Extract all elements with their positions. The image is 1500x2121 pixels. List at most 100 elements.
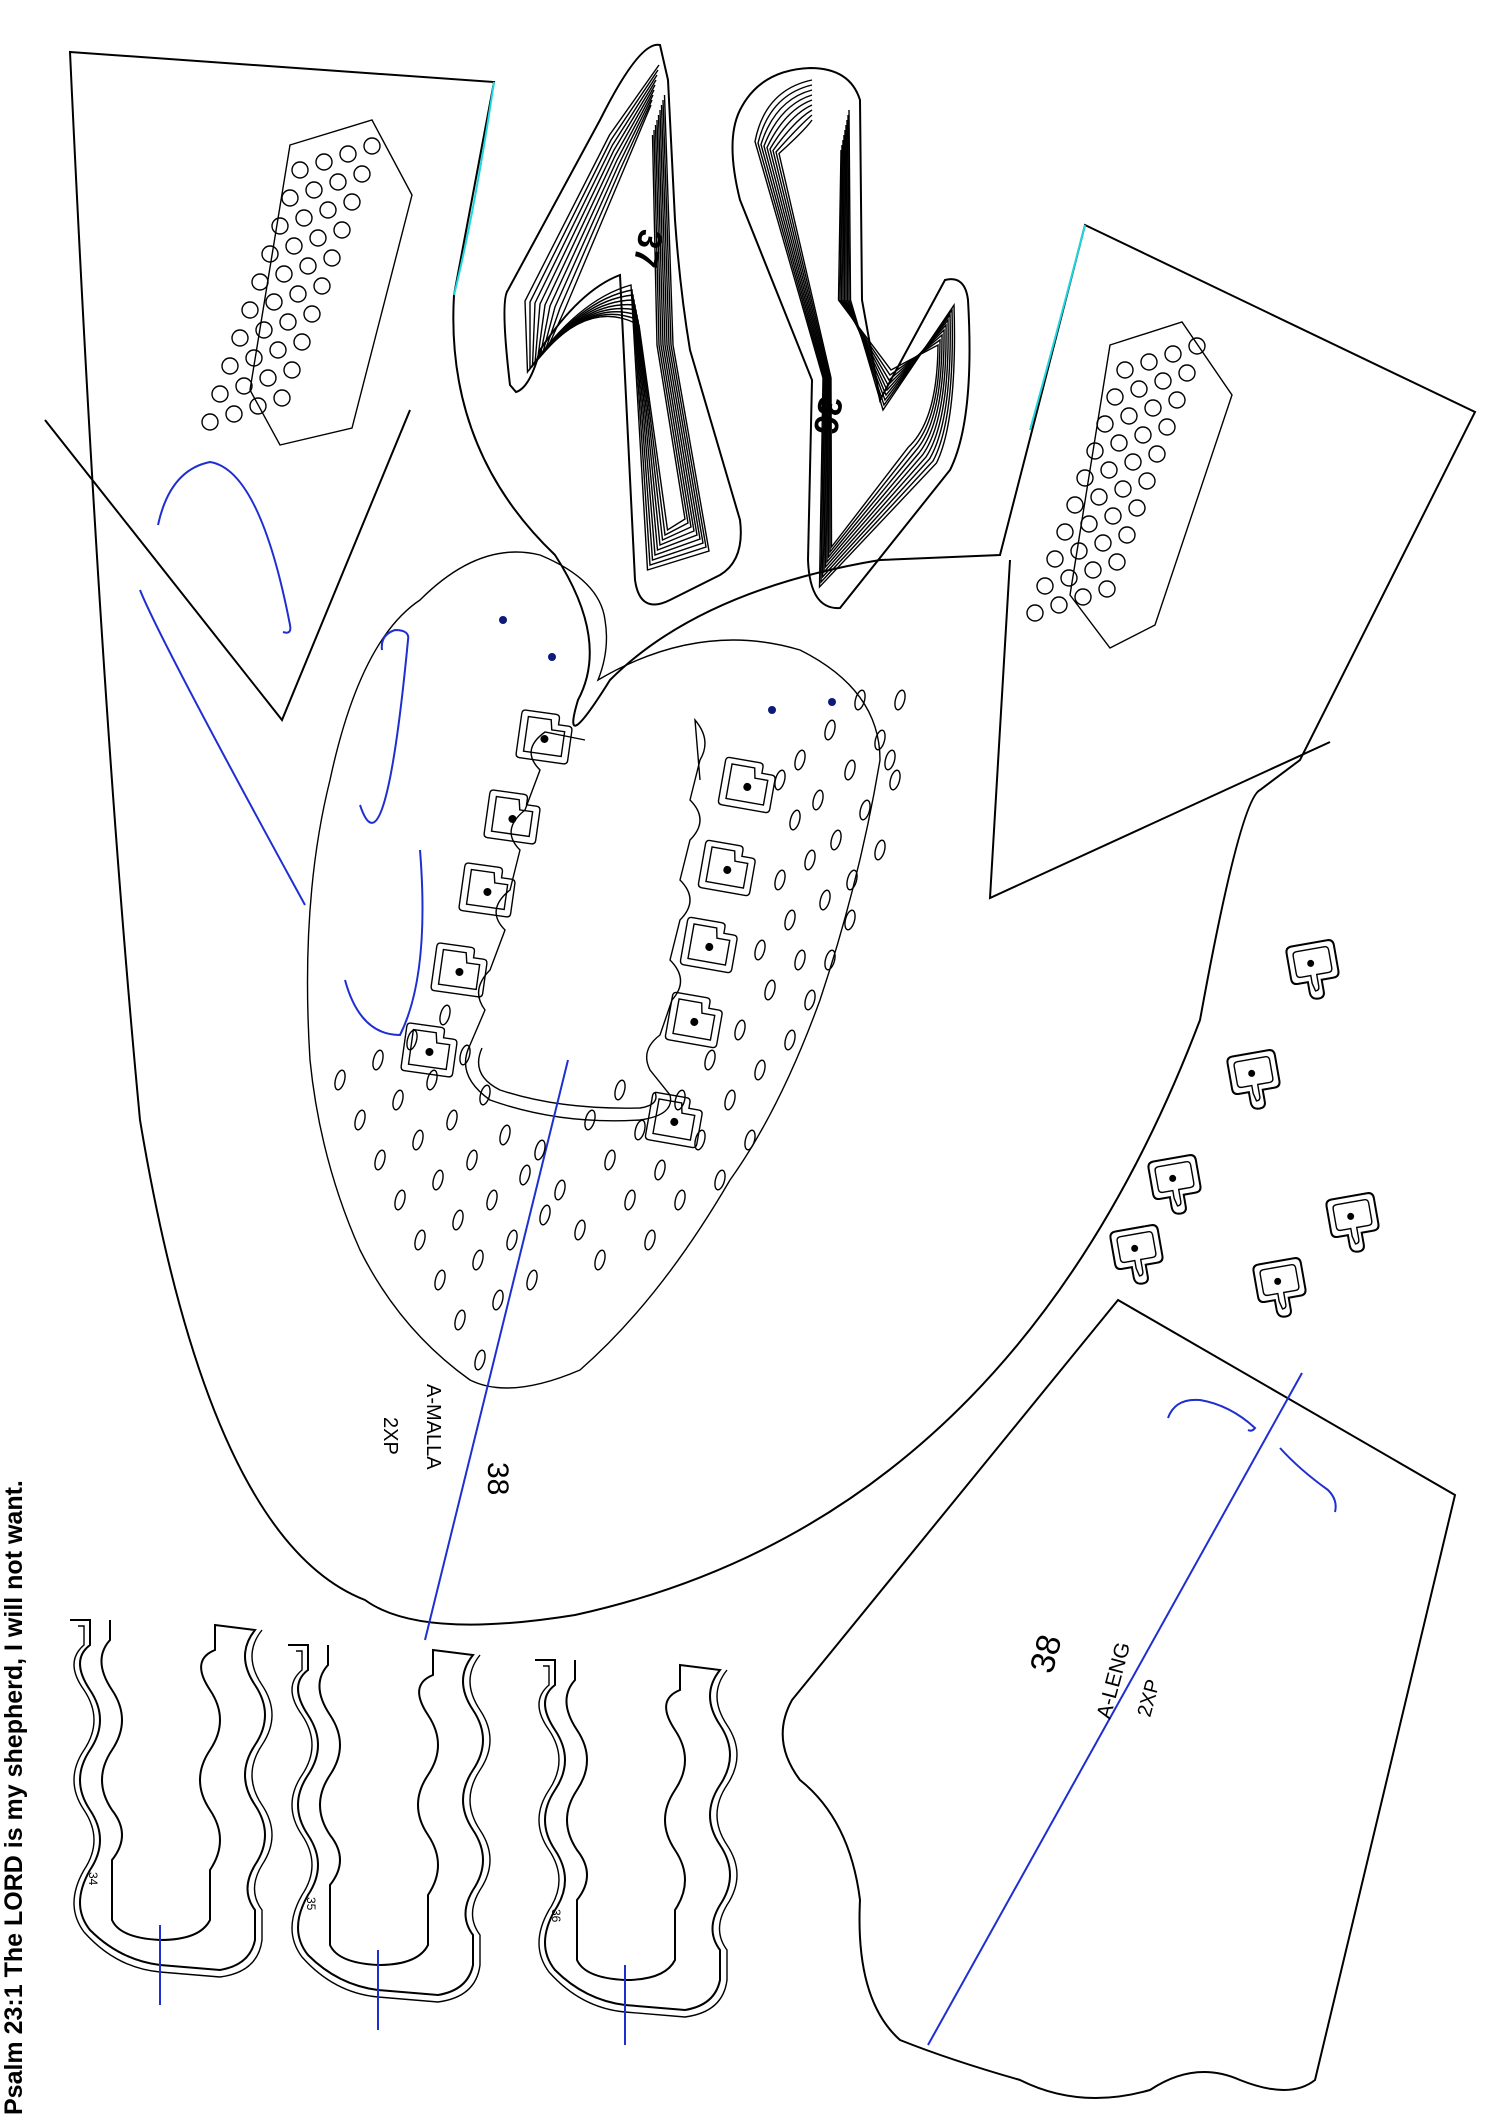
vent-hole (1106, 388, 1124, 406)
eyelet-tab (664, 991, 723, 1049)
vent-hole (295, 209, 313, 227)
perforation-hole (844, 909, 856, 931)
perforation-hole (334, 1069, 346, 1091)
vent-hole (1074, 588, 1092, 606)
eyelet-tab (515, 709, 573, 765)
perforation-hole (794, 949, 806, 971)
hole-cluster-right (1026, 321, 1233, 649)
perforation-hole (479, 1084, 491, 1106)
perforation-hole (594, 1249, 606, 1271)
perforation-hole (539, 1204, 551, 1226)
eyelet-tabs (400, 709, 776, 1149)
vent-hole (1168, 391, 1186, 409)
perforation-hole (674, 1089, 686, 1111)
vent-hole (1096, 415, 1114, 433)
vent-hole (323, 249, 341, 267)
vent-hole (1026, 604, 1044, 622)
vent-hole (269, 341, 287, 359)
perforation-hole (604, 1149, 616, 1171)
vent-hole (1130, 380, 1148, 398)
vent-hole (339, 145, 357, 163)
perforation-hole (406, 1029, 418, 1051)
loose-tab (1147, 1154, 1202, 1215)
eyelet-tab (697, 839, 756, 897)
vent-hole (329, 173, 347, 191)
loose-tab (1285, 939, 1340, 1000)
vent-hole (245, 349, 263, 367)
vent-hole (285, 237, 303, 255)
perforation-hole (634, 1119, 646, 1141)
vent-hole (249, 397, 267, 415)
perforation-hole (844, 759, 856, 781)
perforation-hole (466, 1149, 478, 1171)
perforation-hole (519, 1164, 531, 1186)
vent-hole (299, 257, 317, 275)
verse-text: Psalm 23:1 The LORD is my shepherd, I wi… (0, 1480, 28, 2115)
eyelet-tab (458, 862, 516, 918)
vent-hole (1114, 480, 1132, 498)
vent-hole (1084, 561, 1102, 579)
perforation-hole (784, 909, 796, 931)
perforation-hole (452, 1209, 464, 1231)
vent-hole (251, 273, 269, 291)
eyestay-36-size: 36 (549, 1909, 563, 1923)
vent-hole (343, 193, 361, 211)
perforation-hole (819, 889, 831, 911)
insole-37: 37 (503, 43, 742, 606)
vent-hole (1138, 472, 1156, 490)
perforation-hole (374, 1149, 386, 1171)
vent-hole (1178, 364, 1196, 382)
vent-hole (1108, 553, 1126, 571)
vent-hole (201, 413, 219, 431)
vent-hole (1116, 361, 1134, 379)
perforation-hole (446, 1109, 458, 1131)
perforation-hole (486, 1189, 498, 1211)
perforation-hole (414, 1229, 426, 1251)
perforation-hole (854, 689, 866, 711)
perforation-hole (526, 1269, 538, 1291)
insole-36-contours (754, 79, 956, 589)
eyelet-tab (679, 916, 738, 974)
vent-hole (309, 229, 327, 247)
vent-hole (1094, 534, 1112, 552)
loose-tab (1325, 1192, 1380, 1253)
swoosh-4 (344, 849, 424, 1037)
perforation-hole (824, 949, 836, 971)
insole-36-size: 36 (806, 394, 850, 438)
perforation-hole (704, 1049, 716, 1071)
fold-line-right (1029, 224, 1086, 431)
collar-notch-right (988, 559, 1331, 900)
perforation-hole (506, 1229, 518, 1251)
vent-hole (283, 361, 301, 379)
perforation-hole (744, 1129, 756, 1151)
vent-hole (363, 137, 381, 155)
vent-hole (1144, 399, 1162, 417)
vent-hole (259, 369, 277, 387)
vent-hole (1070, 542, 1088, 560)
perforation-hole (474, 1349, 486, 1371)
perforation-hole (459, 1044, 471, 1066)
perforation-hole (434, 1269, 446, 1291)
loose-tab (1252, 1257, 1307, 1318)
eyestay-pieces (70, 1619, 738, 2045)
loose-eyelet-tabs (1109, 939, 1380, 1318)
loose-tab (1226, 1049, 1281, 1110)
vent-hole (353, 165, 371, 183)
tongue-swoosh-1 (1167, 1398, 1257, 1432)
center-guide-line (424, 1059, 569, 1641)
eyelet-channel-inner (477, 1047, 657, 1109)
leng-size-label: 38 (1023, 1631, 1069, 1677)
leng-name-label: A-LENG (1093, 1640, 1135, 1721)
perforation-hole (804, 989, 816, 1011)
perforation-hole (439, 1004, 451, 1026)
vent-hole (1080, 515, 1098, 533)
perforation-hole (426, 1069, 438, 1091)
perforation-hole (812, 789, 824, 811)
perforation-hole (764, 979, 776, 1001)
perforation-hole (734, 1019, 746, 1041)
vent-hole (265, 293, 283, 311)
eyelet-tab (483, 789, 541, 845)
vent-hole (333, 221, 351, 239)
perforation-hole (354, 1109, 366, 1131)
eyelet-tab (400, 1022, 458, 1078)
